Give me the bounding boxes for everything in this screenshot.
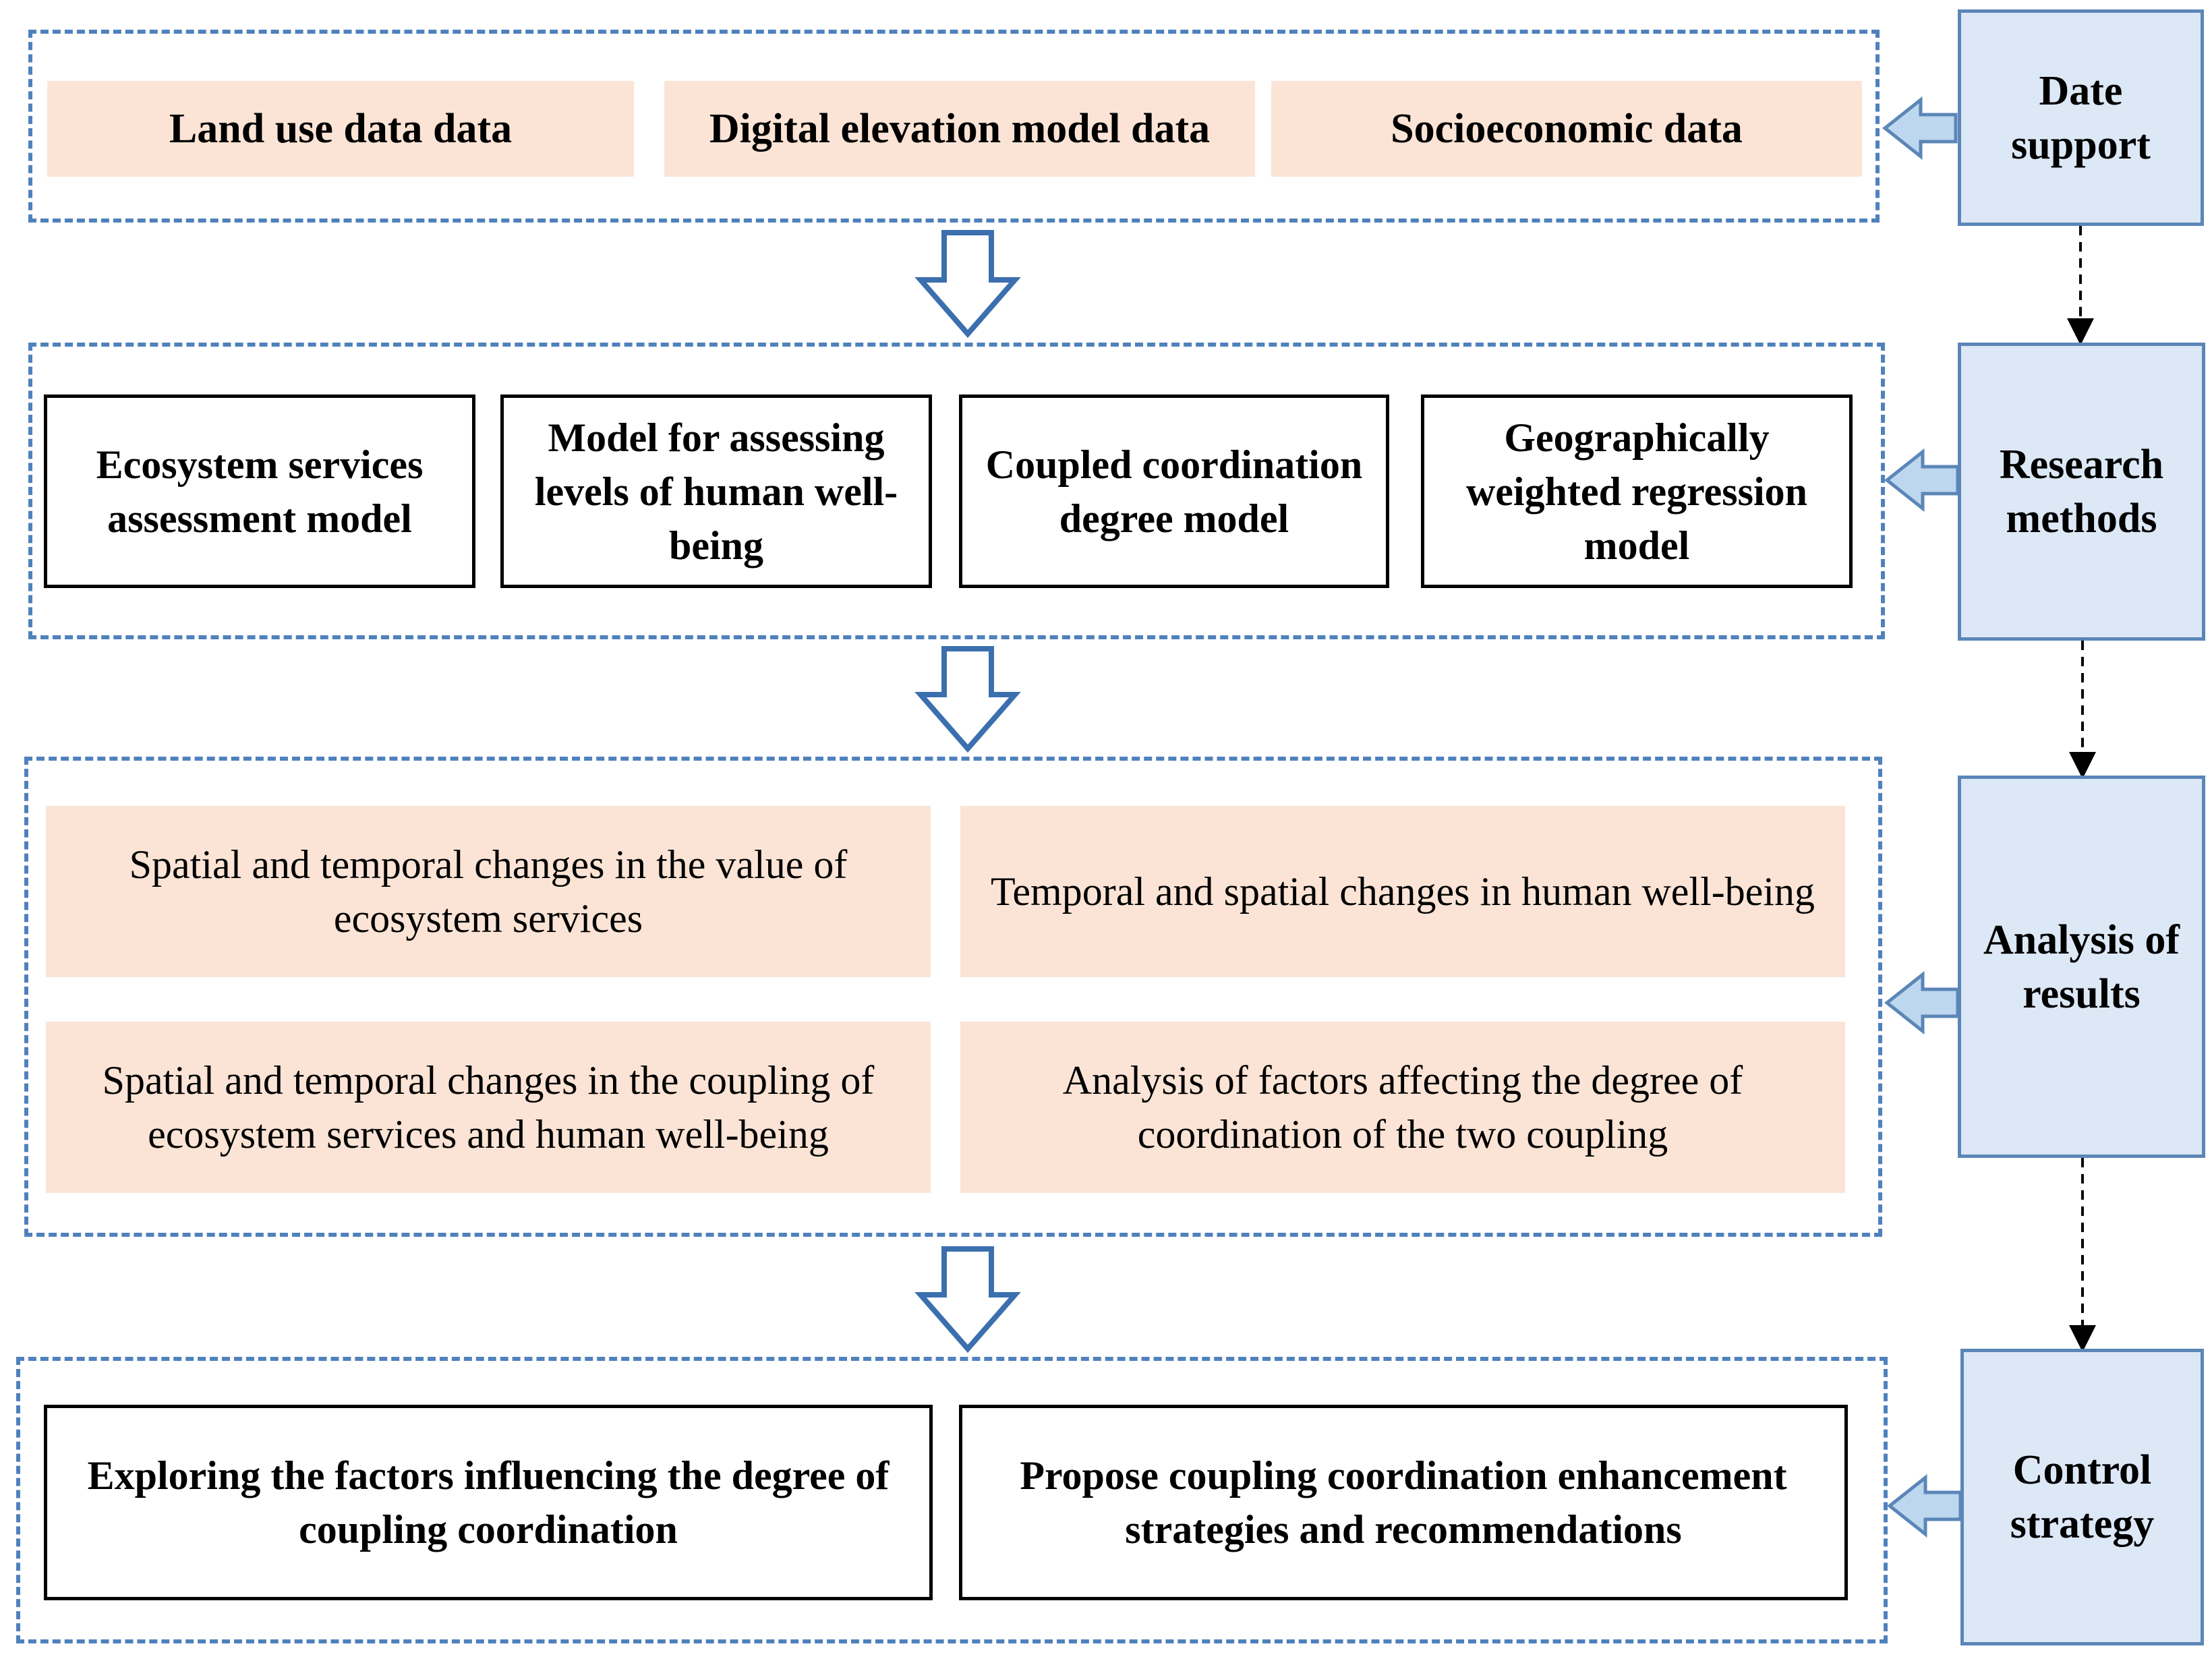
method-human-wellbeing: Model for assessing levels of human well… (500, 395, 932, 588)
section-control-strategy (16, 1357, 1888, 1643)
item-dem-data: Digital elevation model data (664, 81, 1255, 177)
side-label-analysis-results: Analysis of results (1958, 776, 2205, 1158)
left-arrow-methods (1884, 448, 1960, 513)
item-socioeconomic-data: Socioeconomic data (1271, 81, 1862, 177)
side-label-date-support: Date support (1958, 9, 2204, 226)
method-coupled-coordination: Coupled coordination degree model (959, 395, 1389, 588)
section-analysis-results (24, 757, 1882, 1237)
item-land-use-data: Land use data data (47, 81, 634, 177)
left-arrow-analysis (1884, 970, 1960, 1035)
down-arrow-2 (914, 646, 1021, 753)
side-label-research-methods: Research methods (1958, 343, 2205, 641)
left-arrow-control (1886, 1474, 1962, 1538)
strategy-propose-recommendations: Propose coupling coordination enhancemen… (959, 1405, 1848, 1600)
strategy-explore-factors: Exploring the factors influencing the de… (44, 1405, 933, 1600)
down-arrow-1 (914, 230, 1021, 339)
down-arrow-3 (914, 1246, 1021, 1353)
left-arrow-data (1882, 96, 1958, 161)
side-label-control-strategy: Control strategy (1960, 1349, 2204, 1645)
result-coupling-changes: Spatial and temporal changes in the coup… (46, 1022, 931, 1193)
result-es-value-changes: Spatial and temporal changes in the valu… (46, 806, 931, 977)
method-es-assessment: Ecosystem services assessment model (44, 395, 475, 588)
section-research-methods (28, 343, 1885, 639)
result-wellbeing-changes: Temporal and spatial changes in human we… (960, 806, 1845, 977)
method-gwr: Geographically weighted regression model (1421, 395, 1853, 588)
result-factor-analysis: Analysis of factors affecting the degree… (960, 1022, 1845, 1193)
section-data-support (28, 30, 1880, 223)
